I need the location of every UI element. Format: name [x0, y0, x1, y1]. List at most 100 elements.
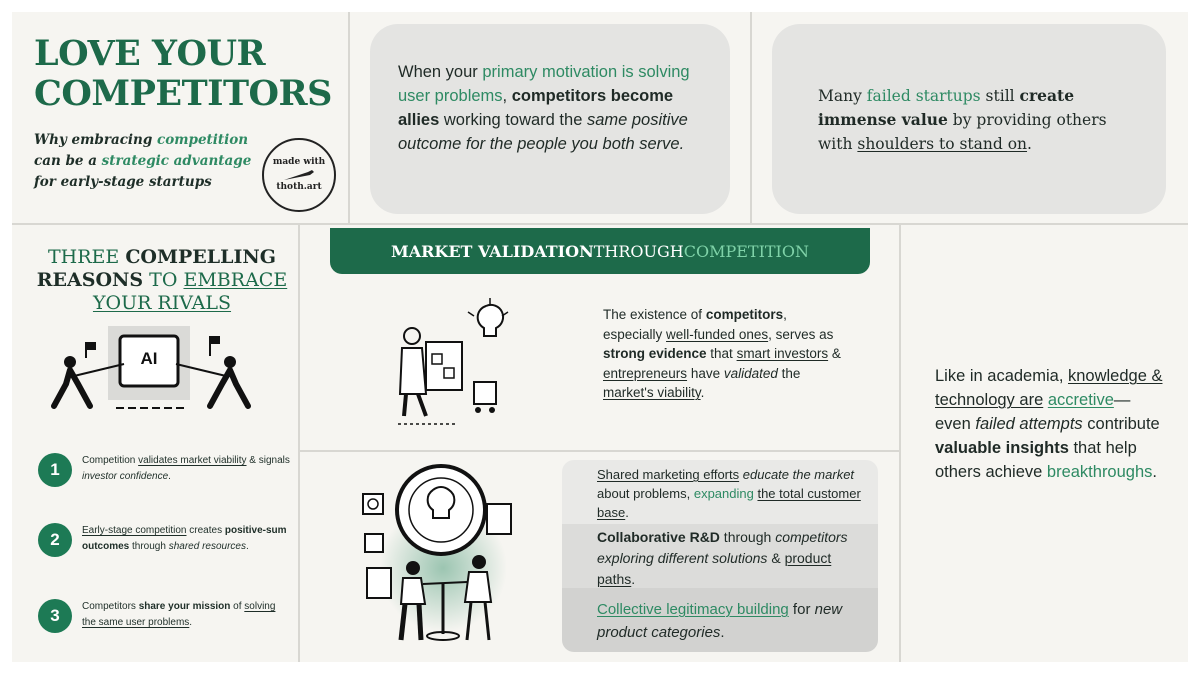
divider — [899, 224, 901, 662]
text: Collaborative R&D — [597, 529, 720, 545]
pen-icon — [284, 170, 314, 180]
text: still — [980, 87, 1020, 105]
text: shoulders to stand on — [857, 135, 1028, 153]
quote-left-text: When your primary motivation is solving … — [398, 60, 708, 156]
text: solving the same user problems — [82, 601, 276, 628]
badge-text: thoth.art — [276, 182, 322, 192]
text: contribute — [1082, 415, 1160, 433]
benefit-text: Shared marketing efforts educate the mar… — [597, 465, 867, 522]
quote-card — [772, 24, 1166, 214]
text: When your — [398, 63, 483, 81]
reason-text: Competition validates market viability &… — [82, 453, 292, 485]
text: Early-stage competition — [82, 525, 187, 536]
text: have — [687, 365, 724, 381]
page-subtitle: Why embracing competition can be a strat… — [34, 130, 254, 193]
text: , — [502, 87, 512, 105]
text: , especially — [603, 307, 787, 342]
text: competitors become allies — [398, 87, 674, 129]
text: through — [719, 529, 776, 545]
text: . — [1152, 463, 1157, 481]
text: competitors — [705, 307, 784, 322]
ai-chip-label: AI — [140, 349, 158, 368]
text: . — [700, 385, 705, 400]
academia-text: Like in academia, knowledge & technology… — [935, 364, 1165, 484]
number-badge: 1 — [38, 453, 72, 487]
text: Shared marketing efforts — [597, 467, 740, 482]
text: validated — [723, 365, 778, 381]
text: of — [230, 601, 245, 612]
text: & — [828, 346, 841, 361]
text: for — [788, 601, 815, 618]
divider — [348, 12, 350, 224]
text: creates — [186, 525, 225, 536]
title-line: LOVE YOUR — [34, 33, 266, 74]
text: strong evidence — [603, 346, 707, 361]
number-badge: 2 — [38, 523, 72, 557]
text: valuable insights — [935, 439, 1069, 457]
text: well-funded ones — [666, 326, 769, 342]
text: about problems, — [597, 486, 694, 501]
text: strategic advantage — [101, 153, 252, 169]
text: COMPELLING REASONS — [36, 246, 276, 291]
collaboration-illustration — [362, 464, 512, 641]
text: that help others achieve — [935, 439, 1137, 481]
made-with-badge: made with thoth.art — [262, 138, 336, 212]
text: expanding — [693, 486, 754, 501]
researcher-illustration — [398, 298, 509, 425]
text: validates market viability — [138, 455, 247, 466]
text: failed attempts — [975, 415, 1083, 433]
text: market's viability — [603, 385, 701, 400]
text: Why embracing — [34, 132, 157, 148]
text: the — [777, 365, 801, 381]
text: MARKET VALIDATION — [391, 241, 594, 261]
text: —even — [935, 391, 1131, 433]
market-validation-banner: MARKET VALIDATION THROUGH COMPETITION — [330, 228, 870, 274]
text: failed startups — [866, 87, 981, 105]
text: breakthroughs — [1046, 463, 1153, 481]
text: Collective legitimacy building — [597, 601, 789, 618]
text: through — [129, 541, 169, 552]
text: competition — [157, 132, 249, 148]
text: positive-sum outcomes — [82, 525, 287, 552]
text: competitors exploring different solution… — [597, 529, 848, 566]
text: . — [625, 505, 629, 520]
text: , serves as — [768, 326, 834, 342]
text: . — [1027, 135, 1032, 153]
text: & signals — [246, 455, 290, 466]
benefit-text: Collaborative R&D through competitors ex… — [597, 527, 867, 590]
text: smart investors — [736, 346, 829, 361]
text: . — [245, 541, 249, 552]
reasons-heading: THREE COMPELLING REASONS TO EMBRACE YOUR… — [22, 246, 302, 315]
benefit-box — [562, 524, 878, 588]
reason-text: Competitors share your mission of solvin… — [82, 599, 292, 631]
text: entrepreneurs — [603, 365, 688, 381]
text: COMPETITION — [683, 241, 809, 261]
text: EMBRACE YOUR RIVALS — [92, 269, 288, 314]
text: . — [631, 571, 636, 587]
text: . — [189, 617, 193, 628]
text: the total customer base — [597, 486, 861, 520]
divider — [298, 224, 300, 662]
text: THREE — [47, 246, 126, 268]
text: Competitors — [82, 601, 139, 612]
divider — [750, 12, 752, 224]
text: investor confidence — [82, 471, 169, 482]
text: . — [720, 624, 725, 641]
text: new product categories — [597, 601, 843, 641]
text: by providing others with — [818, 111, 1107, 153]
text: working toward the — [439, 111, 587, 129]
quote-card — [370, 24, 730, 214]
text: & — [767, 550, 785, 566]
benefit-box — [562, 460, 878, 524]
reason-text: Early-stage competition creates positive… — [82, 523, 292, 555]
fencing-ai-illustration — [51, 326, 251, 409]
text: TO — [143, 269, 184, 291]
text: accretive — [1047, 391, 1114, 409]
page-title: LOVE YOUR COMPETITORS — [34, 34, 334, 114]
number-badge: 3 — [38, 599, 72, 633]
text: same positive outcome for the people you… — [398, 111, 688, 153]
text: primary motivation is solving user probl… — [398, 63, 690, 105]
text: that — [706, 346, 737, 361]
divider — [12, 223, 1188, 225]
badge-text: made with — [272, 157, 326, 167]
